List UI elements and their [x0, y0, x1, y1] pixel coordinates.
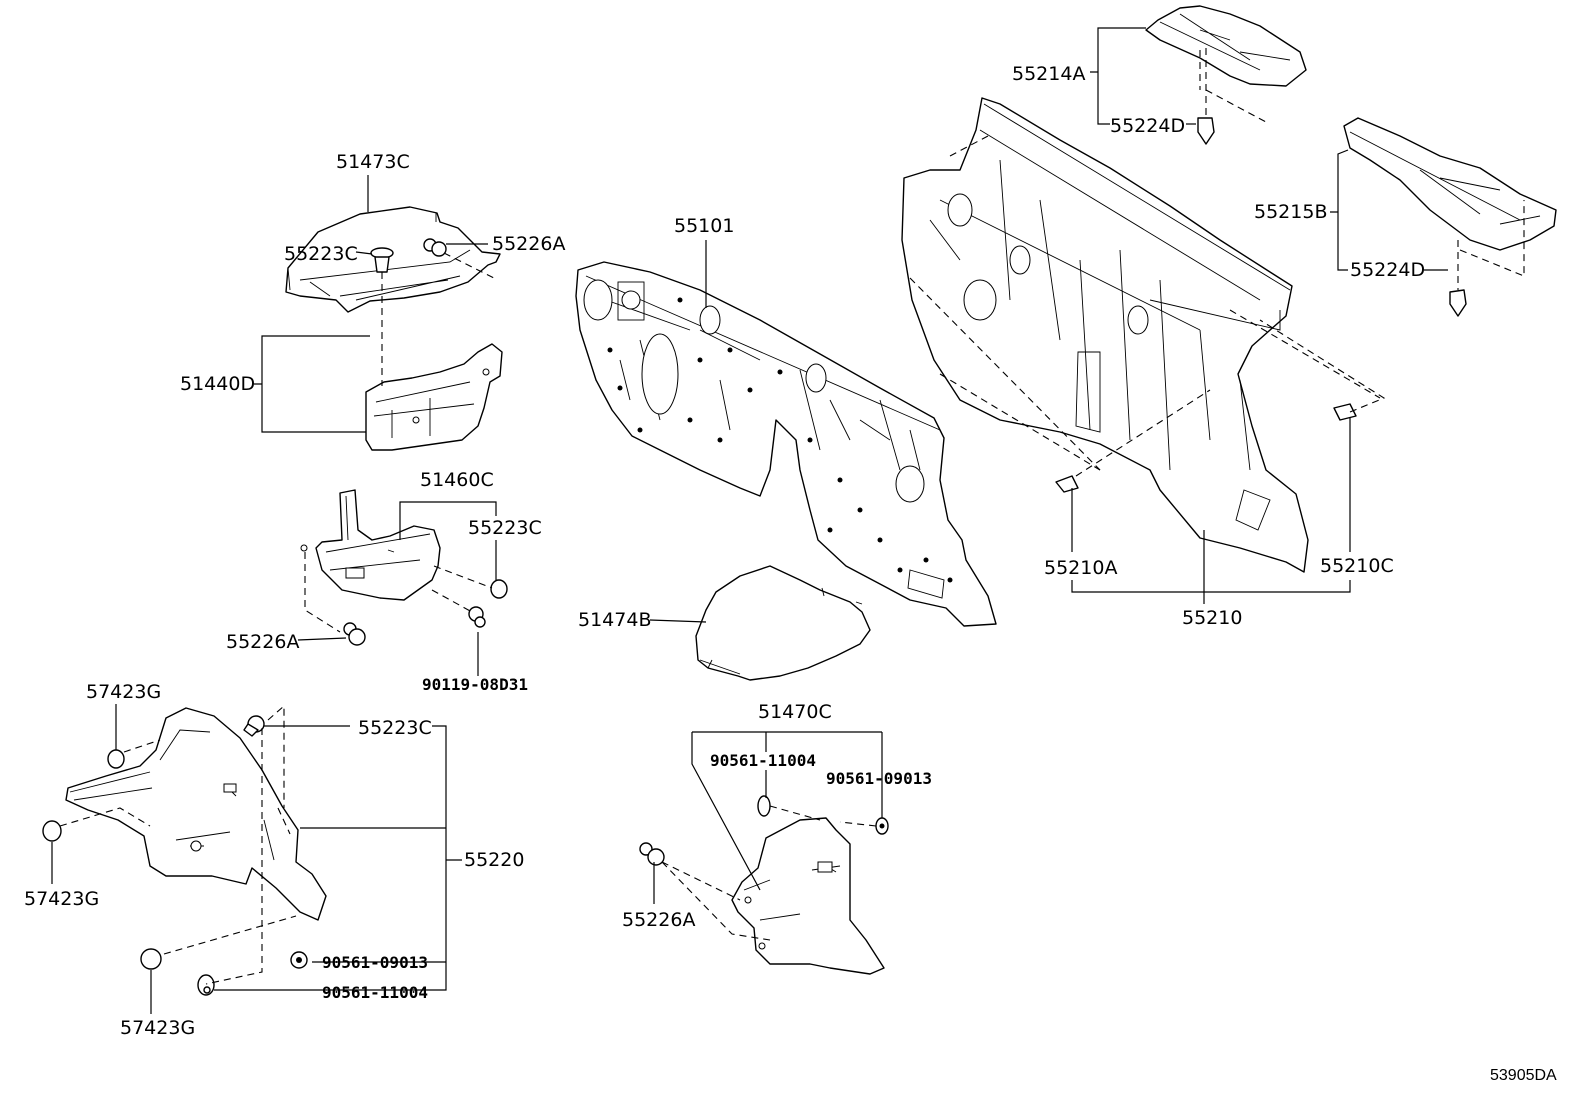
- nut-90561-09013-icon-2: [875, 817, 889, 835]
- label-90561-09013-a[interactable]: 90561-09013: [322, 953, 428, 972]
- label-55215B[interactable]: 55215B: [1254, 201, 1327, 223]
- label-51473C[interactable]: 51473C: [336, 151, 410, 173]
- label-90119-08D31[interactable]: 90119-08D31: [422, 675, 528, 694]
- label-55210[interactable]: 55210: [1182, 607, 1242, 629]
- leader-lines: [51, 27, 1448, 1014]
- clip-55223C-icon-2: [490, 579, 508, 599]
- label-51470C[interactable]: 51470C: [758, 701, 832, 723]
- label-55224D-b[interactable]: 55224D: [1350, 259, 1425, 281]
- label-57423G-c[interactable]: 57423G: [120, 1017, 195, 1039]
- label-55224D-a[interactable]: 55224D: [1110, 115, 1185, 137]
- part-51440D-bracket[interactable]: [365, 343, 503, 451]
- part-51460C-bracket[interactable]: [300, 489, 441, 601]
- nut-90561-09013-icon: [290, 951, 308, 969]
- label-90561-11004-b[interactable]: 90561-11004: [710, 751, 816, 770]
- label-55214A[interactable]: 55214A: [1012, 63, 1085, 85]
- screw-55226A-icon: [423, 238, 447, 257]
- part-51473C-cover[interactable]: [285, 206, 501, 313]
- label-55226A-a[interactable]: 55226A: [492, 233, 565, 255]
- screw-55226A-icon-3: [639, 842, 665, 866]
- plug-57423G-icon-c: [140, 948, 162, 970]
- label-51440D[interactable]: 51440D: [180, 373, 255, 395]
- label-90561-11004-a[interactable]: 90561-11004: [322, 983, 428, 1002]
- label-90561-09013-b[interactable]: 90561-09013: [826, 769, 932, 788]
- part-55214A-insulator[interactable]: [1145, 5, 1307, 87]
- clip-55223C-icon-3: [243, 715, 265, 737]
- label-55210C[interactable]: 55210C: [1320, 555, 1394, 577]
- clip-55224D-icon-b: [1449, 289, 1467, 317]
- part-51474B-cover[interactable]: [695, 565, 871, 681]
- nut-90561-11004-icon: [197, 974, 215, 996]
- label-57423G-b[interactable]: 57423G: [24, 888, 99, 910]
- clip-55224D-icon-a: [1197, 117, 1215, 145]
- screw-55226A-icon-2: [343, 622, 366, 646]
- plug-57423G-icon-b: [42, 820, 62, 842]
- nut-90561-11004-icon-2: [757, 795, 771, 817]
- label-55223C-a[interactable]: 55223C: [284, 243, 358, 265]
- part-55215B-insulator[interactable]: [1343, 117, 1557, 251]
- label-51460C[interactable]: 51460C: [420, 469, 494, 491]
- alignment-dashes: [59, 48, 1525, 985]
- part-55101-dash-panel[interactable]: [575, 261, 997, 627]
- label-55223C-c[interactable]: 55223C: [358, 717, 432, 739]
- plug-57423G-icon-a: [107, 749, 125, 769]
- bolt-90119-08D31-icon: [468, 606, 486, 628]
- label-55226A-b[interactable]: 55226A: [226, 631, 299, 653]
- part-labels: 51473C 55223C 55226A 51440D 51460C 55223…: [24, 63, 1557, 1084]
- label-57423G-a[interactable]: 57423G: [86, 681, 161, 703]
- part-51470C-insulator[interactable]: [731, 817, 885, 975]
- label-55220[interactable]: 55220: [464, 849, 524, 871]
- label-55101[interactable]: 55101: [674, 215, 734, 237]
- label-51474B[interactable]: 51474B: [578, 609, 651, 631]
- part-55210-dash-insulator[interactable]: [901, 97, 1309, 573]
- label-55210A[interactable]: 55210A: [1044, 557, 1117, 579]
- clip-55223C-icon: [370, 247, 394, 273]
- label-55226A-c[interactable]: 55226A: [622, 909, 695, 931]
- diagram-code: 53905DA: [1490, 1067, 1557, 1084]
- label-55223C-b[interactable]: 55223C: [468, 517, 542, 539]
- clip-55210C-icon: [1333, 403, 1357, 421]
- clip-55210A-icon: [1055, 475, 1079, 493]
- part-55220-insulator[interactable]: [65, 707, 327, 921]
